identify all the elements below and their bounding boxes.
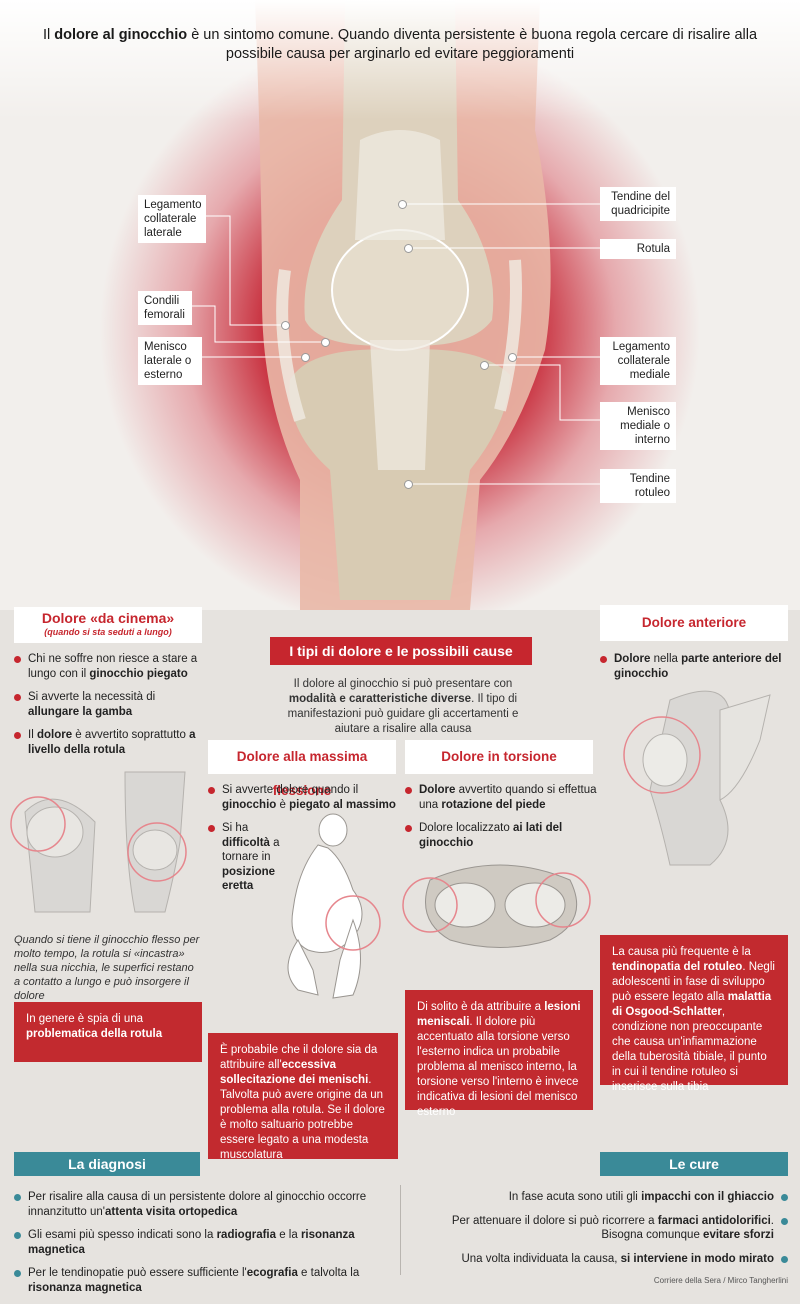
flessione-cause-box: È probabile che il dolore sia da attribu…	[208, 1033, 398, 1161]
anteriore-bullets: Dolore nella parte anteriore del ginocch…	[600, 652, 788, 690]
marker-condili-femorali	[321, 338, 330, 347]
cinema-knee-illustration	[10, 771, 187, 913]
cinema-subtitle: (quando si sta seduti a lungo)	[44, 627, 172, 637]
list-item: Dolore localizzato ai lati del ginocchio	[405, 821, 597, 850]
marker-menisco-laterale	[301, 353, 310, 362]
hero-top-fade	[0, 0, 800, 120]
diagnosi-bullets: Per risalire alla causa di un persistent…	[14, 1190, 394, 1304]
anterior-knee-illustration	[623, 690, 771, 866]
list-item: Il dolore è avvertito soprattutto a live…	[14, 728, 204, 757]
list-item: Dolore nella parte anteriore del ginocch…	[600, 652, 788, 681]
card-torsione-title: Dolore in torsione	[405, 740, 593, 774]
list-item: Per attenuare il dolore si può ricorrere…	[412, 1214, 788, 1243]
meniscus-illustration	[402, 864, 591, 948]
cinema-note: Quando si tiene il ginocchio flesso per …	[14, 934, 200, 1002]
center-intro: Il dolore al ginocchio si può presentare…	[287, 678, 519, 735]
card-cinema-title: Dolore «da cinema» (quando si sta seduti…	[14, 607, 202, 643]
marker-rotula	[404, 244, 413, 253]
cinema-cause-box: In genere è spia di una problematica del…	[14, 1002, 202, 1062]
squatting-figure-illustration	[287, 813, 381, 999]
section-title-tipi-dolore: I tipi di dolore e le possibili cause	[270, 637, 532, 665]
list-item: Dolore avvertito quando si effettua una …	[405, 783, 597, 812]
list-item: Per le tendinopatie può essere sufficien…	[14, 1266, 394, 1295]
card-flessione-title: Dolore alla massima flessione	[208, 740, 396, 798]
list-item: Si avverte dolore quando il ginocchio è …	[208, 783, 398, 812]
marker-tendine-quadricipite	[398, 200, 407, 209]
torsione-cause-box: Di solito è da attribuire a lesioni meni…	[405, 990, 593, 1118]
list-item: Si avverte la necessità di allungare la …	[14, 690, 204, 719]
list-item: Una volta individuata la causa, si inter…	[412, 1252, 788, 1267]
credit: Corriere della Sera / Mirco Tangherlini	[653, 1276, 788, 1285]
list-item: Chi ne soffre non riesce a stare a lungo…	[14, 652, 204, 681]
anteriore-cause-box: La causa più frequente è la tendinopatia…	[600, 935, 788, 1093]
list-item: Si ha difficoltà a tornare in posizione …	[208, 821, 296, 894]
label-tendine-rotuleo: Tendine rotuleo	[600, 469, 676, 503]
diagnosi-title: La diagnosi	[14, 1152, 200, 1176]
torsione-bullets: Dolore avvertito quando si effettua una …	[405, 783, 597, 859]
flessione-bullets: Si avverte dolore quando il ginocchio è …	[208, 783, 398, 903]
label-menisco-laterale: Menisco laterale o esterno	[138, 337, 202, 385]
column-divider	[400, 1185, 401, 1275]
marker-tendine-rotuleo	[404, 480, 413, 489]
cinema-title: Dolore «da cinema»	[41, 610, 175, 626]
marker-menisco-mediale	[480, 361, 489, 370]
label-menisco-mediale: Menisco mediale o interno	[600, 402, 676, 450]
label-legamento-collaterale-mediale: Legamento collaterale mediale	[600, 337, 676, 385]
marker-legamento-laterale	[281, 321, 290, 330]
headline: Il dolore al ginocchio è un sintomo comu…	[42, 27, 758, 62]
label-tendine-quadricipite: Tendine del quadricipite	[600, 187, 676, 221]
list-item: Gli esami più spesso indicati sono la ra…	[14, 1228, 394, 1257]
card-anteriore-title: Dolore anteriore	[600, 605, 788, 641]
cure-bullets: In fase acuta sono utili gli impacchi co…	[412, 1190, 788, 1275]
cinema-bullets: Chi ne soffre non riesce a stare a lungo…	[14, 652, 204, 766]
list-item: In fase acuta sono utili gli impacchi co…	[412, 1190, 788, 1205]
label-rotula: Rotula	[600, 239, 676, 259]
cure-title: Le cure	[600, 1152, 788, 1176]
label-condili-femorali: Condili femorali	[138, 291, 192, 325]
label-legamento-collaterale-laterale: Legamento collaterale laterale	[138, 195, 206, 243]
marker-legamento-mediale	[508, 353, 517, 362]
list-item: Per risalire alla causa di un persistent…	[14, 1190, 394, 1219]
